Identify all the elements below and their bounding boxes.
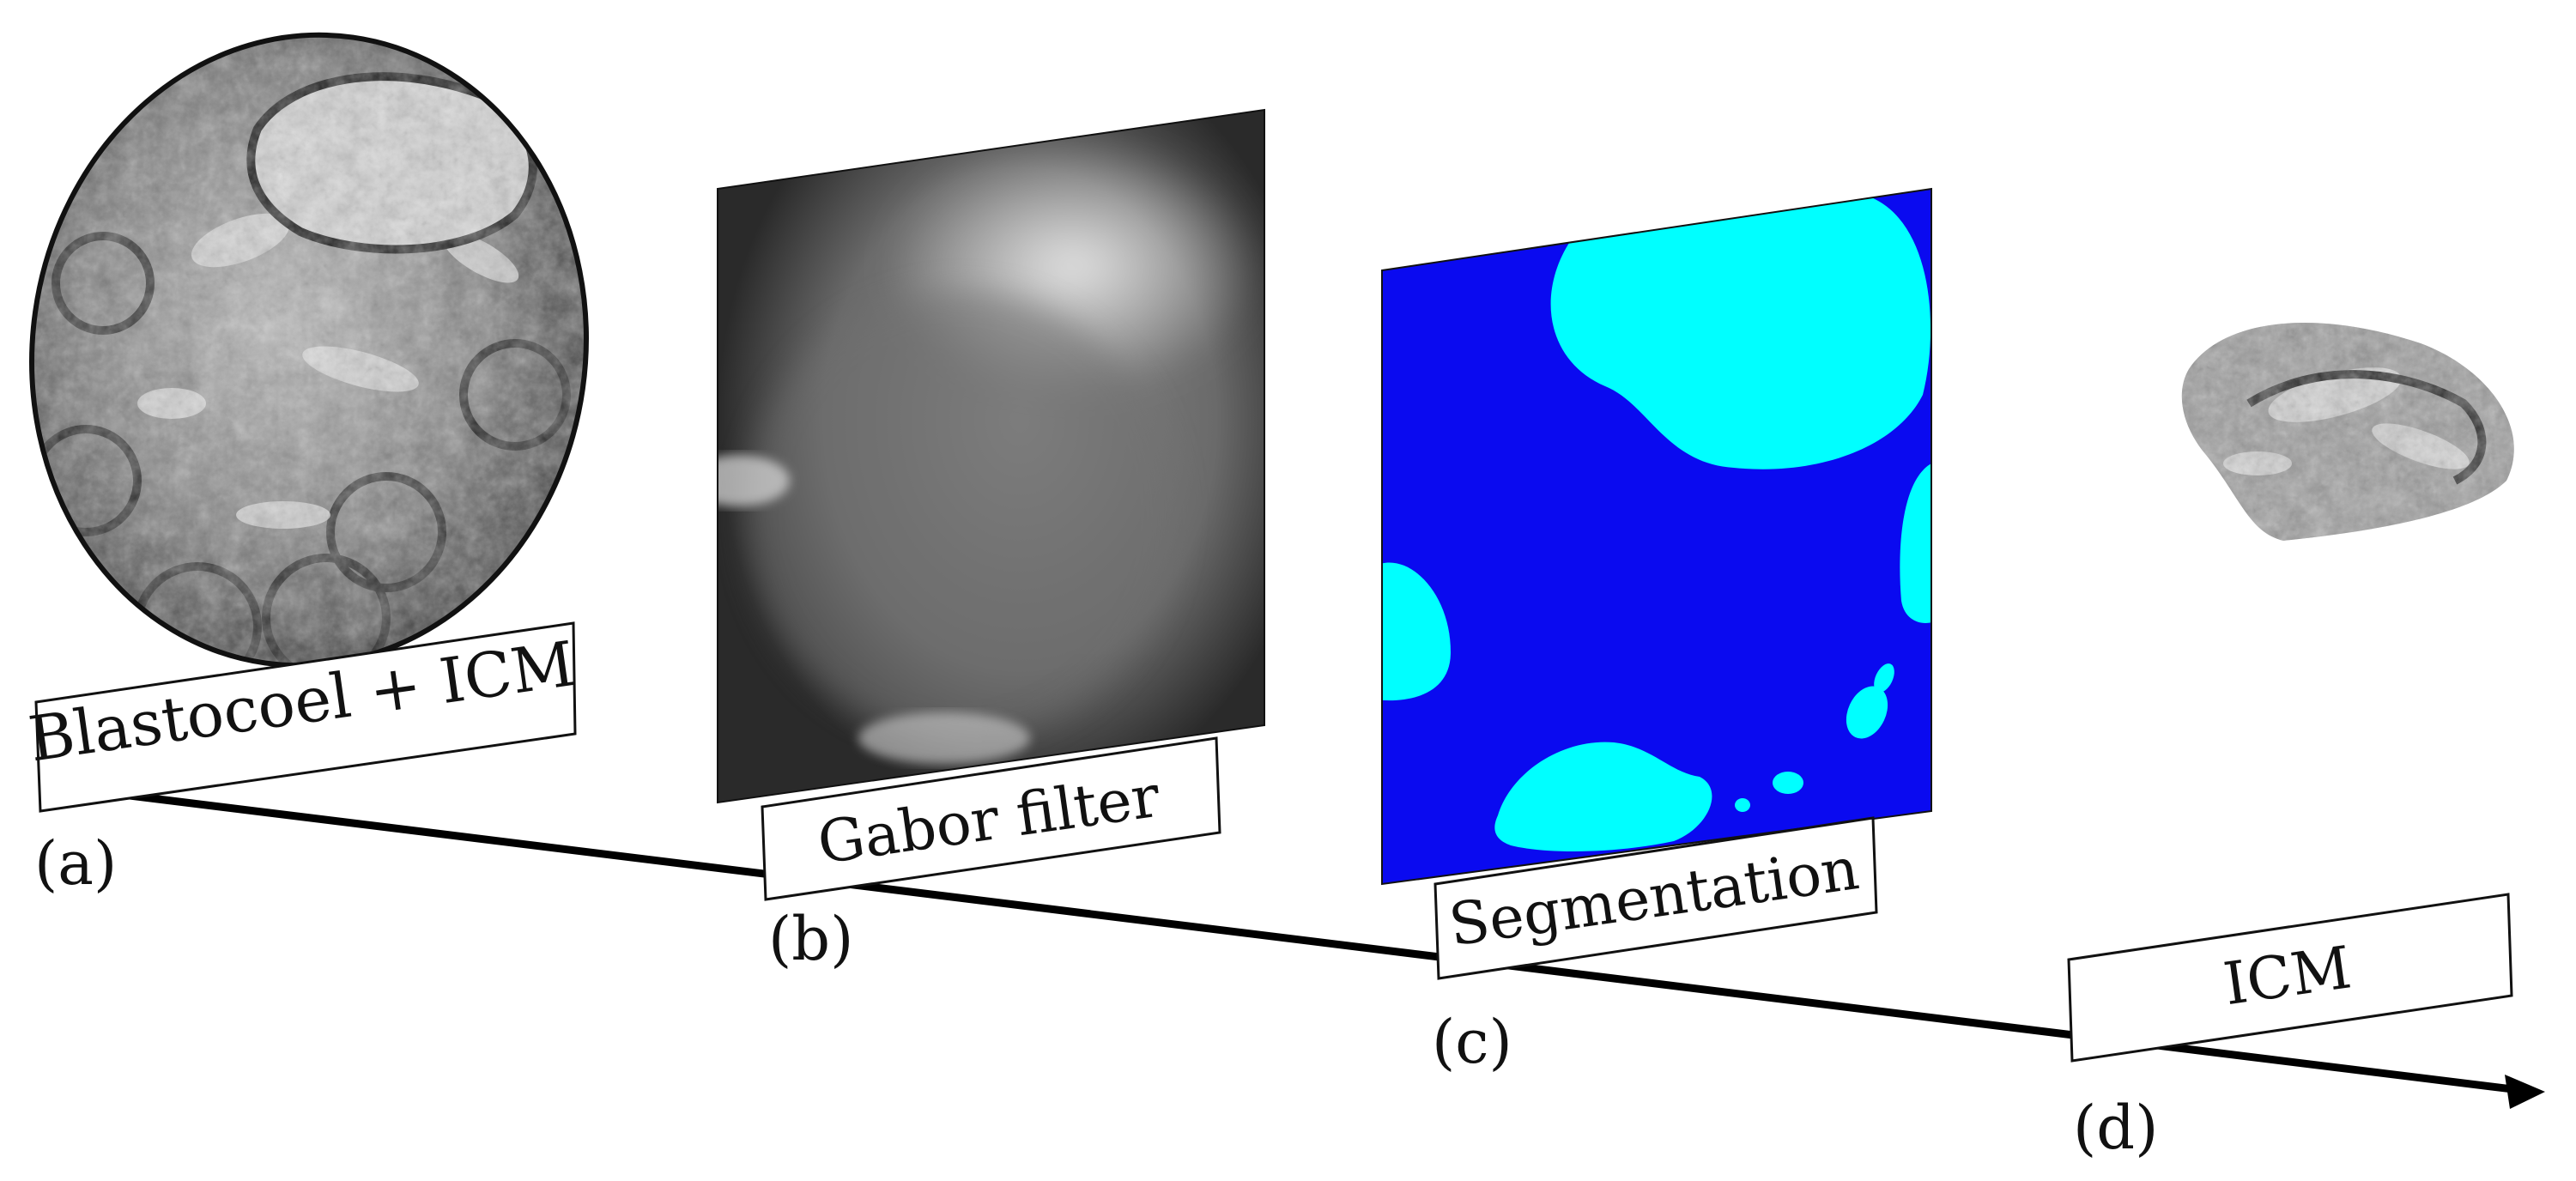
segmentation-image bbox=[1381, 187, 1932, 886]
arrowhead-icon bbox=[2505, 1075, 2545, 1109]
icm-image bbox=[2181, 323, 2514, 541]
blastocyst-image bbox=[26, 26, 601, 691]
gabor-filter-image bbox=[717, 108, 1265, 804]
caption-box-d: ICM bbox=[2067, 893, 2513, 1063]
step-letter-d: (d) bbox=[2073, 1093, 2158, 1163]
step-letter-b: (b) bbox=[768, 904, 853, 974]
step-letter-c: (c) bbox=[1432, 1007, 1512, 1077]
step-letter-a: (a) bbox=[34, 828, 117, 899]
